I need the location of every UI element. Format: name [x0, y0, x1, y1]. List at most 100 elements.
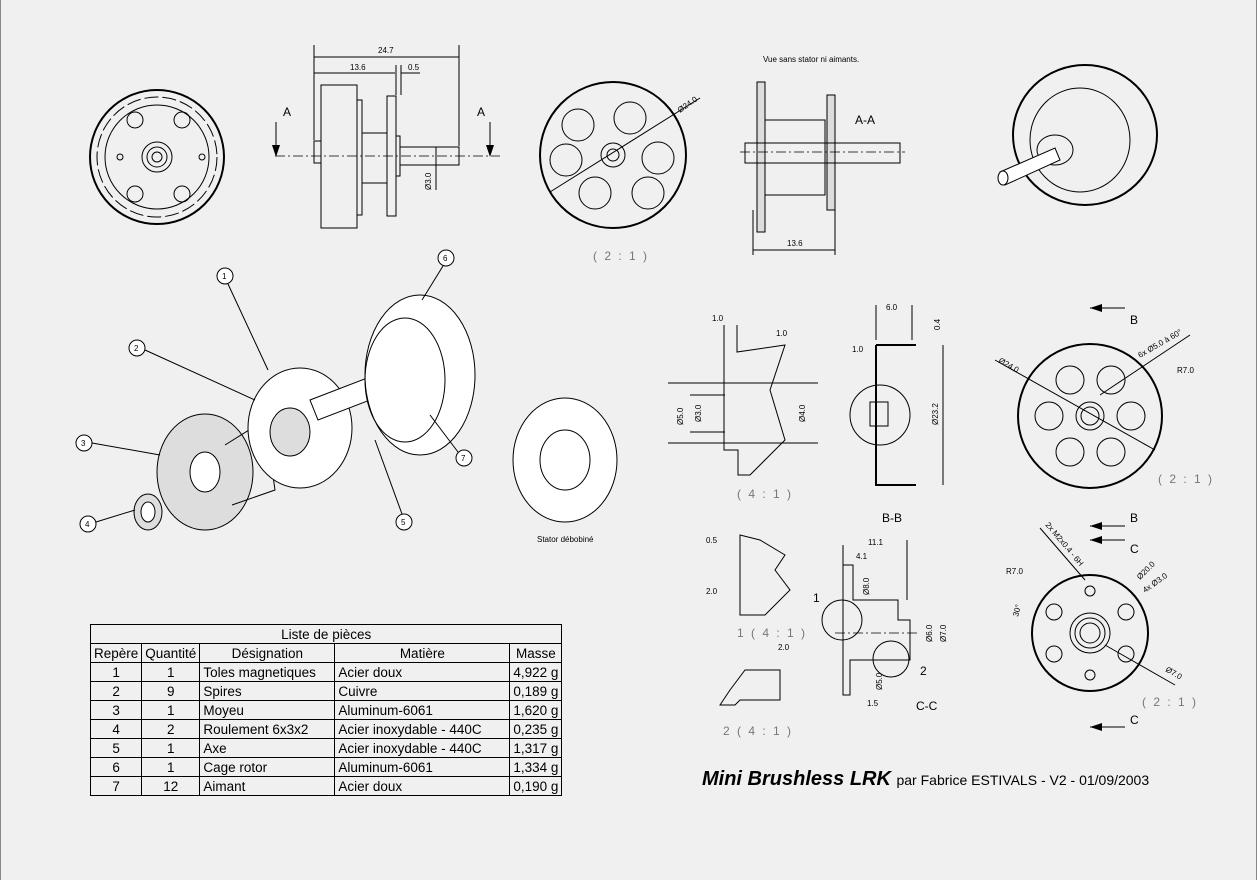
detail-label: 1 ( 4 : 1 ): [737, 626, 807, 640]
dim-hub: 4.1: [856, 552, 868, 561]
hub-face-dimensioned: B C 2x M2x0.4 - 6H R7.0 30° Ø20.0 4x Ø3.…: [1006, 511, 1198, 731]
balloon-1: 1: [216, 267, 269, 371]
rotor-front-view: [89, 89, 225, 225]
table-cell: 0,235 g: [509, 719, 563, 739]
rotor-face-dimensioned: B Ø24.0 6x Ø5.0 à 60° R7.0 ( 2 : 1 ): [994, 304, 1212, 489]
balloon-3: 3: [75, 434, 161, 456]
dim-total: 11.1: [868, 538, 884, 547]
table-cell: Acier inoxydable - 440C: [334, 719, 511, 739]
table-cell: 1: [141, 757, 201, 777]
column-header: Matière: [334, 643, 511, 663]
balloon-4: 4: [79, 509, 136, 533]
table-cell: 1: [141, 738, 201, 758]
section-marker-c: C: [1130, 542, 1139, 556]
table-cell: Aluminum-6061: [334, 757, 511, 777]
dim-d6: Ø6.0: [925, 624, 934, 642]
detail-label: 2 ( 4 : 1 ): [723, 724, 793, 738]
table-cell: 1: [141, 700, 201, 720]
table-title-row: Liste de pièces: [89, 624, 563, 644]
balloon-7: 7: [429, 414, 473, 467]
dim-total-length: 24.7: [378, 46, 394, 55]
table-cell: 1,317 g: [509, 738, 563, 758]
table-cell: Cuivre: [334, 681, 511, 701]
column-header: Quantité: [141, 643, 201, 663]
isometric-view: [997, 64, 1158, 206]
table-cell: 1,334 g: [509, 757, 563, 777]
view-note: Vue sans stator ni aimants.: [763, 55, 859, 64]
table-cell: 1: [141, 662, 201, 682]
section-marker-a-left: A: [283, 105, 291, 119]
drawing-subtitle: par Fabrice ESTIVALS - V2 - 01/09/2003: [896, 772, 1150, 788]
dim-d8: Ø8.0: [862, 577, 871, 595]
dim-gap: 0.5: [408, 63, 420, 72]
detail-hub-view: 1.0 1.0 Ø5.0 Ø3.0 Ø4.0 ( 4 : 1 ): [668, 314, 818, 501]
detail-callout-1: 1: [813, 591, 820, 605]
table-header-row: Repère Quantité Désignation Matière Mass…: [89, 643, 563, 663]
scale-label: ( 2 : 1 ): [1142, 695, 1198, 709]
dim-flange: 1.5: [867, 699, 879, 708]
section-label: C-C: [916, 699, 938, 713]
table-cell: 9: [141, 681, 201, 701]
table-cell: Acier inoxydable - 440C: [334, 738, 511, 758]
section-aa-view: Vue sans stator ni aimants. A-A 13.6: [740, 55, 905, 255]
table-cell: 1,620 g: [509, 700, 563, 720]
balloon-number: 4: [85, 520, 90, 529]
balloon-number: 2: [134, 344, 139, 353]
dim-a: 1.0: [712, 314, 724, 323]
table-cell: 0,190 g: [509, 776, 563, 796]
table-cell: 2: [89, 681, 143, 701]
dim-top: 0.4: [933, 318, 942, 330]
table-cell: Aluminum-6061: [334, 700, 511, 720]
balloon-5: 5: [374, 439, 413, 531]
detail-1-view: 0.5 2.0 1 ( 4 : 1 ): [706, 534, 807, 640]
dim-a: 0.5: [706, 536, 718, 545]
table-cell: Roulement 6x3x2: [199, 719, 336, 739]
table-cell: 3: [89, 700, 143, 720]
column-header: Masse: [509, 643, 563, 663]
balloon-number: 5: [401, 518, 406, 527]
balloon-number: 3: [81, 439, 86, 448]
section-marker-b: B: [1130, 511, 1138, 525]
table-cell: 4: [89, 719, 143, 739]
dim-angle: 30°: [1011, 603, 1023, 617]
stator-caption: Stator débobiné: [537, 535, 594, 544]
dim-diameter: Ø24.0: [997, 356, 1021, 375]
dim-radius: R7.0: [1177, 366, 1194, 375]
table-cell: 4,922 g: [509, 662, 563, 682]
scale-label: ( 4 : 1 ): [737, 487, 793, 501]
table-cell: Spires: [199, 681, 336, 701]
dim-width: 6.0: [886, 303, 898, 312]
dim-width: 13.6: [787, 239, 803, 248]
table-cell: Axe: [199, 738, 336, 758]
balloon-2: 2: [128, 339, 256, 401]
table-cell: Acier doux: [334, 662, 511, 682]
section-marker-a-right: A: [477, 105, 485, 119]
table-cell: 0,189 g: [509, 681, 563, 701]
parts-list-table: Liste de pièces Repère Quantité Désignat…: [89, 624, 563, 796]
dim-a: 2.0: [778, 643, 790, 652]
section-label: A-A: [855, 113, 875, 127]
table-cell: 6: [89, 757, 143, 777]
parts-list-title: Liste de pièces: [89, 624, 563, 644]
rotor-face-view-scaled: Ø24.0 ( 2 : 1 ): [539, 81, 701, 263]
table-cell: Aimant: [199, 776, 336, 796]
table-cell: 2: [141, 719, 201, 739]
section-cc-view: 11.1 4.1 Ø8.0 Ø6.0 Ø7.0 Ø5.0 1.5 1 2 C-C: [813, 538, 948, 713]
balloon-number: 1: [222, 272, 227, 281]
stator-unwound: [512, 397, 618, 523]
section-label: B-B: [882, 511, 902, 525]
balloon-number: 7: [461, 454, 466, 463]
dim-wall: 1.0: [852, 345, 864, 354]
drawing-title-block: Mini Brushless LRK par Fabrice ESTIVALS …: [702, 768, 1149, 791]
table-cell: 12: [141, 776, 201, 796]
table-cell: Acier doux: [334, 776, 511, 796]
balloon-number: 6: [443, 254, 448, 263]
dim-diameter: Ø24.0: [676, 94, 699, 114]
dim-d7: Ø7.0: [939, 624, 948, 642]
section-bb-view: 6.0 1.0 0.4 Ø23.2 B-B: [849, 303, 944, 525]
section-marker-b: B: [1130, 313, 1138, 327]
side-view: 24.7 13.6 0.5 Ø3.0 A A: [272, 45, 500, 229]
table-cell: Toles magnetiques: [199, 662, 336, 682]
